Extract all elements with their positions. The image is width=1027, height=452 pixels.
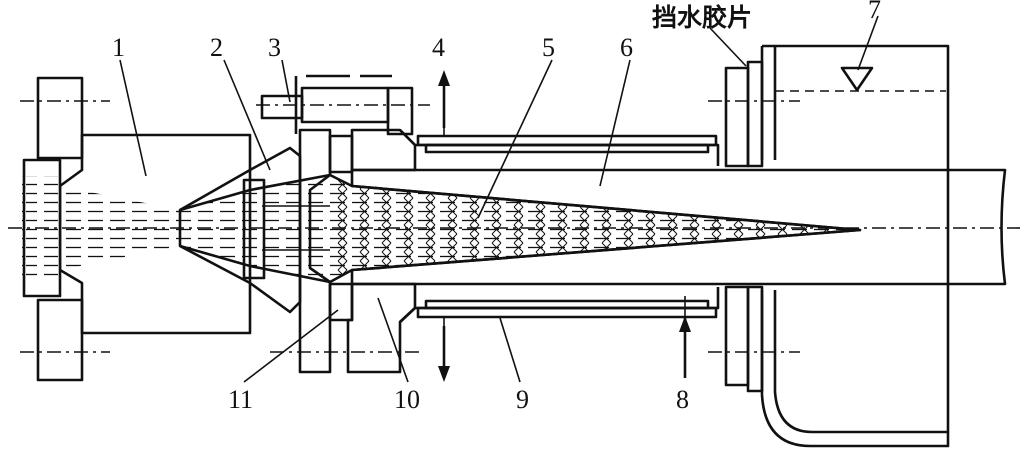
part-label-11: 11 [228, 385, 253, 414]
water-baffle-plates [708, 60, 800, 393]
water-tank [760, 44, 950, 448]
arrows [438, 70, 691, 382]
part-label-9: 9 [516, 385, 529, 414]
extruded-pipe [350, 168, 1007, 286]
part-label-3: 3 [268, 33, 281, 62]
part-label-7: 7 [868, 0, 881, 24]
labels: 挡水胶片 1 2 3 4 5 6 7 8 9 10 11 [112, 0, 881, 414]
die-plate [270, 128, 420, 374]
part-label-1: 1 [112, 33, 125, 62]
part-label-8: 8 [676, 385, 689, 414]
part-label-2: 2 [210, 33, 223, 62]
part-label-4: 4 [432, 33, 445, 62]
water-baffle-label: 挡水胶片 [652, 3, 752, 32]
part-label-6: 6 [620, 33, 633, 62]
bolt [256, 74, 430, 136]
part-label-10: 10 [394, 385, 420, 414]
part-label-5: 5 [542, 33, 555, 62]
leader-lines [119, 15, 879, 383]
